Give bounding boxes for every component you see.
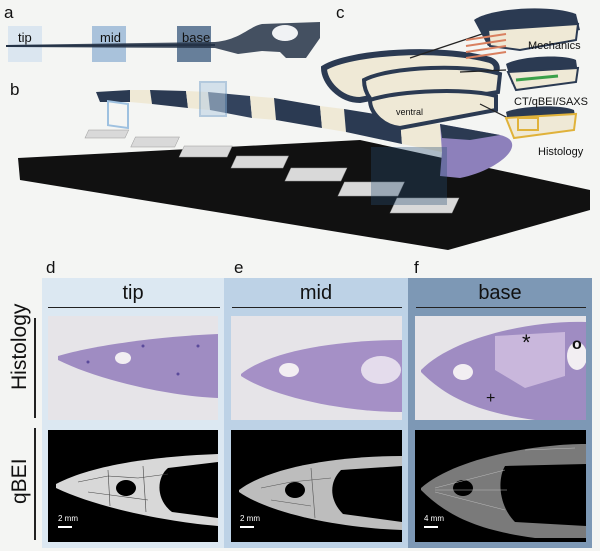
row-label-qbei: qBEI [8, 458, 31, 504]
qbei-image-mid [231, 430, 402, 542]
scale-bar-tip [58, 526, 72, 528]
row-label-histology-wrap: Histology [0, 304, 52, 390]
title-rule-base [416, 307, 586, 308]
panel-c-test-scheme [320, 8, 580, 140]
tip-section-box [107, 100, 129, 130]
qbei-image-base [415, 430, 586, 542]
panel-c-mechanics-label: Mechanics [528, 40, 581, 52]
stacked-slices [320, 49, 503, 131]
marker-circle: o [572, 336, 582, 353]
histology-image-tip [48, 316, 218, 420]
bill-cavity [272, 25, 298, 41]
ct-strip [515, 74, 559, 82]
scale-bar-base [424, 526, 438, 528]
panel-c-histology-label: Histology [538, 146, 584, 158]
panel-letter-e: e [234, 258, 244, 277]
bill-silhouette [6, 22, 320, 58]
scale-label-base: 4 mm [424, 514, 444, 523]
histology-image-base [415, 316, 586, 420]
title-rule-mid [232, 307, 402, 308]
panel-a-label-base: base [182, 30, 211, 45]
scale-bar-mid [240, 526, 254, 528]
panel-b-segmented-bill [18, 81, 590, 250]
scale-label-tip: 2 mm [58, 514, 78, 523]
panel-letter-a: a [4, 3, 14, 22]
histology-image-mid [231, 316, 402, 420]
slice-tiles [84, 129, 460, 214]
panel-letter-f: f [414, 258, 419, 277]
base-section-box [371, 147, 447, 205]
marker-plus: + [486, 390, 496, 407]
histology-box [517, 117, 539, 131]
panel-letter-b: b [10, 80, 20, 99]
qbei-image-tip [48, 430, 218, 542]
column-title-tip: tip [122, 282, 144, 304]
marker-star: * [522, 330, 531, 355]
arrow-histology [479, 103, 509, 119]
title-rule-tip [48, 307, 220, 308]
mid-section-box [199, 81, 227, 117]
row-bracket-qbei [34, 428, 36, 540]
row-bracket-histology [34, 318, 36, 418]
beam-specimens [465, 33, 507, 59]
row-label-histology: Histology [8, 303, 31, 390]
panel-c-ventral-label: ventral [396, 107, 424, 117]
panel-letter-d: d [46, 258, 56, 277]
panel-a-label-tip: tip [18, 30, 32, 45]
panel-a-label-mid: mid [100, 30, 121, 45]
scale-label-mid: 2 mm [240, 514, 260, 523]
panel-c-ct-label: CT/qBEI/SAXS [514, 96, 588, 108]
arrow-ct [459, 69, 507, 73]
column-title-base: base [478, 282, 522, 304]
panel-a-bill-outline [5, 22, 320, 62]
panel-letter-c: c [336, 3, 345, 22]
tip-region-box [8, 26, 42, 62]
column-title-mid: mid [299, 282, 333, 304]
